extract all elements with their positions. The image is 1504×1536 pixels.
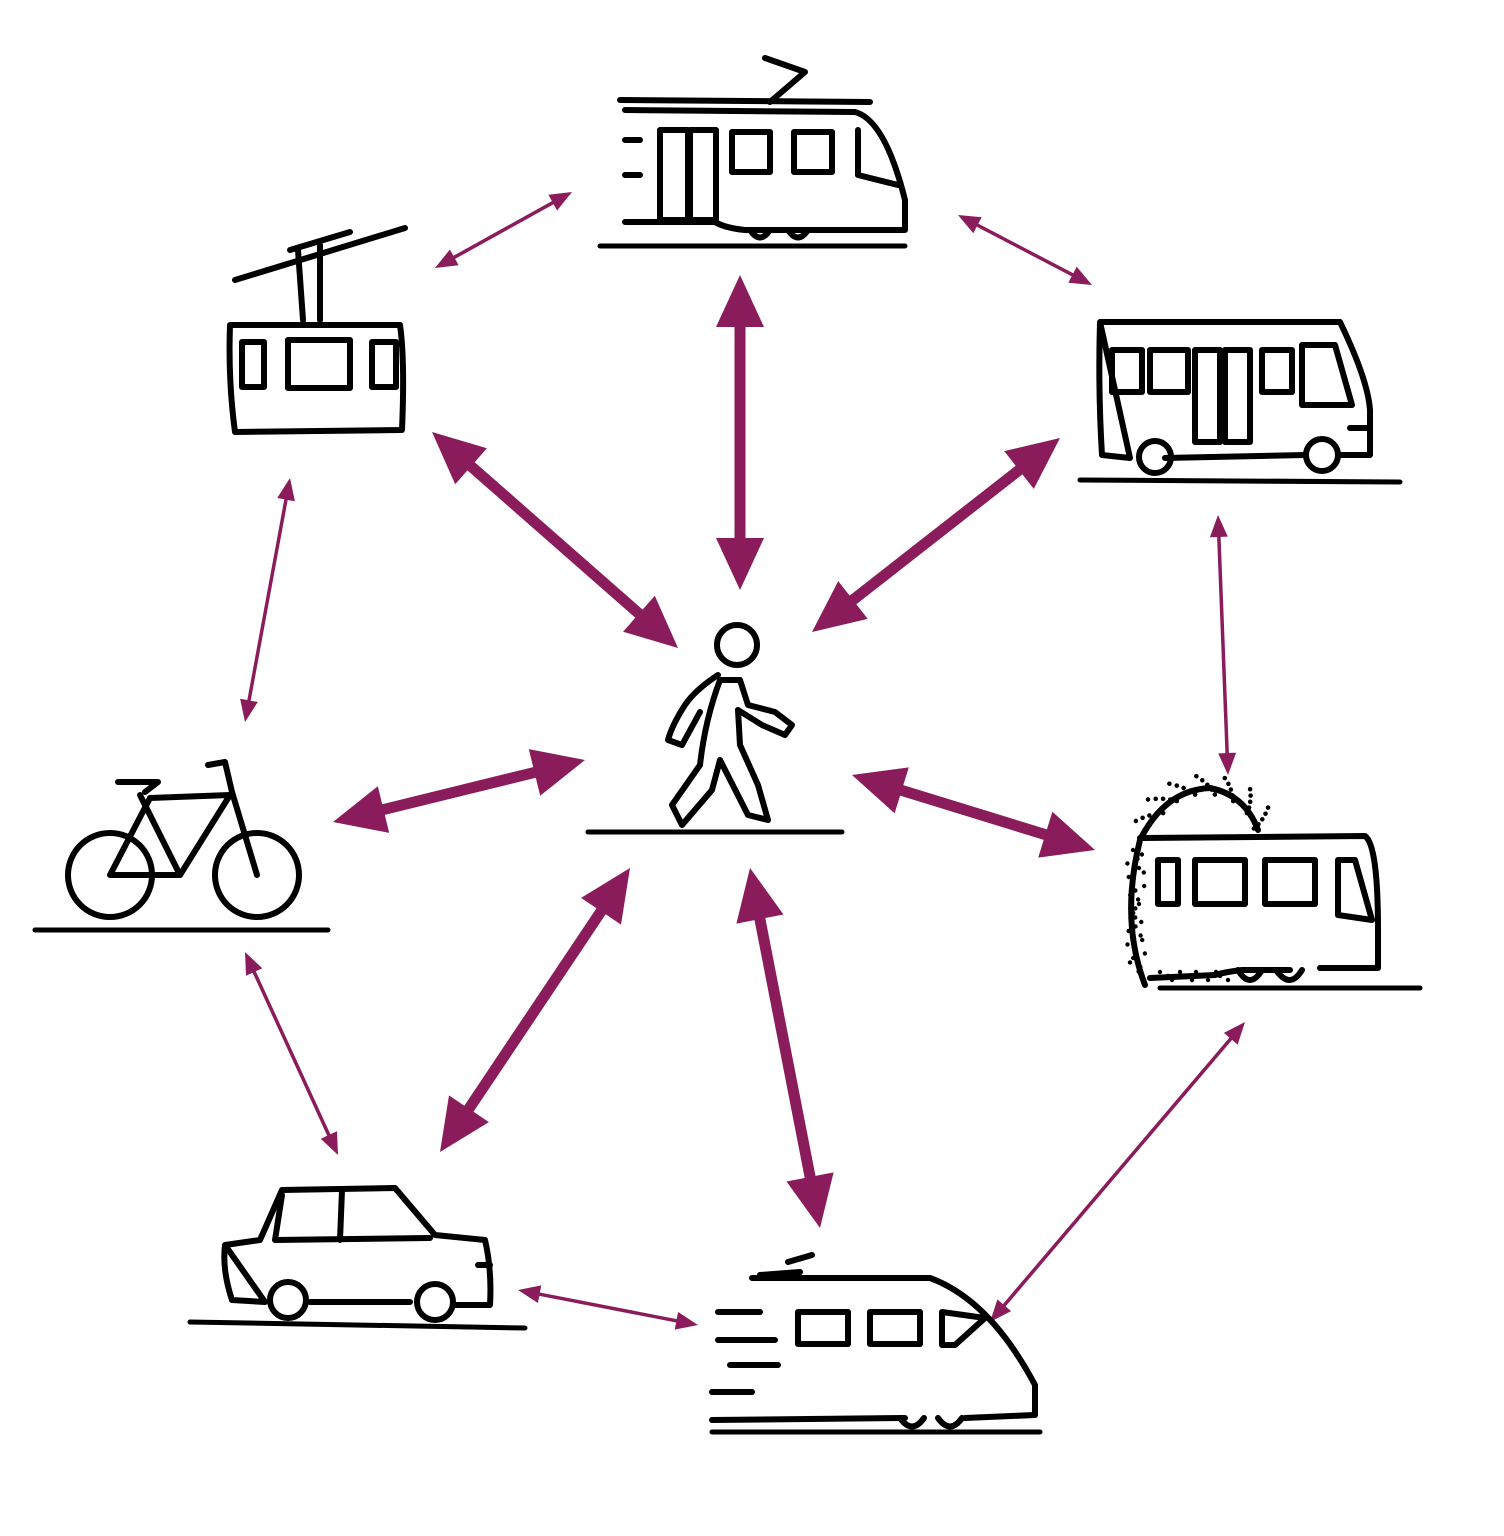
arrow-bicycle-cable-car	[240, 478, 295, 722]
arrow-tram-bus	[958, 215, 1092, 285]
bus-icon	[1077, 319, 1403, 485]
tunnel-train-icon	[1125, 774, 1423, 991]
arrow-pedestrian-high-speed-train	[736, 868, 834, 1228]
arrow-pedestrian-cable-car	[432, 432, 678, 648]
arrow-tunnel-train-high-speed-train	[990, 1022, 1245, 1322]
arrow-cable-car-tram	[435, 192, 572, 268]
arrow-pedestrian-car	[440, 868, 630, 1152]
tram-icon	[597, 55, 908, 249]
arrow-car-bicycle	[245, 952, 338, 1155]
cable-car-icon	[226, 225, 408, 435]
car-icon	[187, 1185, 528, 1331]
arrow-high-speed-train-car	[518, 1285, 698, 1330]
walking-person-icon	[585, 622, 845, 835]
arrow-pedestrian-tram	[716, 275, 764, 590]
connection-arrows	[240, 192, 1245, 1330]
arrow-pedestrian-bicycle	[333, 749, 585, 833]
arrow-pedestrian-bus	[812, 438, 1060, 632]
high-speed-train-icon	[709, 1252, 1043, 1435]
bicycle-icon	[32, 759, 331, 933]
arrow-pedestrian-tunnel-train	[852, 767, 1095, 858]
arrow-bus-tunnel-train	[1209, 515, 1237, 775]
